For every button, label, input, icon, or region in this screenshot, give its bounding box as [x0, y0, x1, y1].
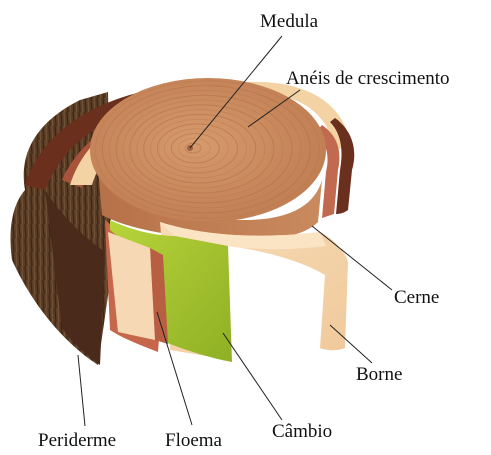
- label-floema: Floema: [165, 430, 223, 451]
- label-medula: Medula: [260, 11, 319, 32]
- label-borne: Borne: [356, 364, 402, 385]
- periderme-leader: [78, 355, 85, 426]
- label-periderme: Periderme: [38, 430, 116, 451]
- cambio-leader: [223, 333, 282, 420]
- label-cerne: Cerne: [394, 287, 439, 308]
- label-cambio: Câmbio: [272, 421, 332, 442]
- label-aneis-de-crescimento: Anéis de crescimento: [286, 68, 450, 89]
